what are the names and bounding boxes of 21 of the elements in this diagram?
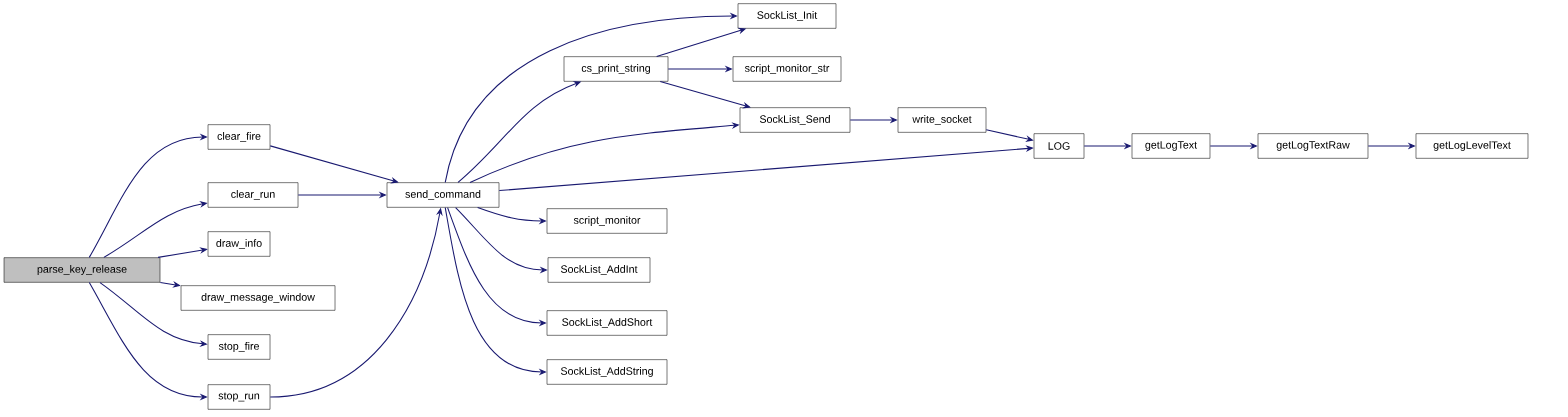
function-box: send_command xyxy=(386,182,500,208)
function-box: draw_message_window xyxy=(180,285,336,311)
function-box: getLogLevelText xyxy=(1415,133,1529,159)
function-box: clear_fire xyxy=(207,124,271,150)
function-box: LOG xyxy=(1033,133,1085,159)
function-box: stop_fire xyxy=(207,334,271,360)
function-box: getLogTextRaw xyxy=(1257,133,1369,159)
function-box: write_socket xyxy=(897,107,987,133)
function-box: clear_run xyxy=(207,182,299,208)
function-box: draw_info xyxy=(207,231,271,257)
function-box: getLogText xyxy=(1131,133,1211,159)
function-box: SockList_Send xyxy=(739,107,851,133)
function-box: parse_key_release xyxy=(3,257,161,283)
function-box: script_monitor_str xyxy=(732,56,842,82)
function-box: SockList_AddInt xyxy=(547,257,651,283)
function-box: SockList_AddShort xyxy=(546,310,668,336)
function-box: SockList_AddString xyxy=(546,359,668,385)
function-box: SockList_Init xyxy=(737,3,837,29)
function-box: script_monitor xyxy=(546,208,668,234)
function-box: stop_run xyxy=(207,384,271,410)
function-box: cs_print_string xyxy=(563,56,669,82)
